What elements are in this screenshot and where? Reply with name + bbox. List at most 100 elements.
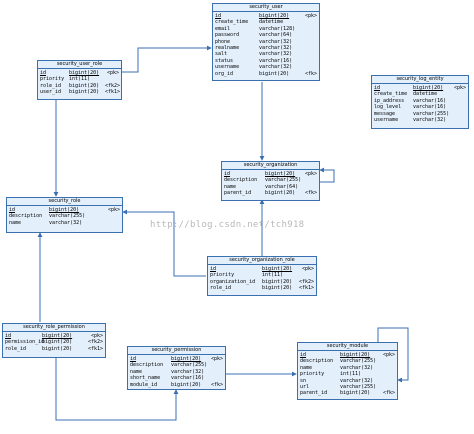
column-type: datetime xyxy=(413,91,438,98)
column-type: bigint(20) xyxy=(413,85,444,91)
column-name: description xyxy=(9,213,43,220)
entity-title: security_permission xyxy=(128,347,225,355)
column-name: parent_id xyxy=(224,190,252,197)
column-name: url xyxy=(300,384,310,391)
column-type: bigint(20) xyxy=(171,381,202,388)
column-name: priority xyxy=(40,76,65,83)
relation-role-permission-to-permission xyxy=(55,358,179,421)
column-type: varchar(32) xyxy=(259,64,293,71)
column-type: bigint(20) xyxy=(69,82,100,89)
column-name: salt xyxy=(215,51,228,58)
column-name: id xyxy=(130,356,137,362)
column-key: <pk> xyxy=(382,352,395,358)
column-row: parent_id bigint(20) <fk> xyxy=(224,190,317,196)
column-key: <pk> xyxy=(107,207,120,213)
column-type: bigint(20) xyxy=(340,390,371,397)
column-type: bigint(20) xyxy=(340,352,371,358)
column-name: description xyxy=(300,358,334,365)
column-type: datetime xyxy=(259,19,284,26)
column-type: int(11) xyxy=(262,272,284,279)
column-name: name xyxy=(130,368,143,375)
column-type: varchar(32) xyxy=(340,377,374,384)
watermark-text: http://blog.csdn.net/tch918 xyxy=(150,220,305,230)
column-key: <fk> xyxy=(304,190,317,197)
entity-title: security_log_entity xyxy=(372,76,468,84)
column-row: realname varchar(32) xyxy=(215,45,317,51)
entity-title: security_role xyxy=(7,198,122,206)
column-key: <fk> xyxy=(210,381,223,388)
column-row: name varchar(32) xyxy=(9,220,120,226)
column-key: <pk> xyxy=(304,171,317,177)
column-key: <fk> xyxy=(304,70,317,77)
column-name: description xyxy=(130,362,164,369)
column-type: bigint(20) xyxy=(49,207,80,213)
column-key xyxy=(449,117,466,123)
entity-title: security_user xyxy=(213,4,319,12)
column-type: varchar(64) xyxy=(259,32,293,39)
column-name: username xyxy=(374,117,399,124)
column-name: name xyxy=(9,219,22,226)
column-name: short_name xyxy=(130,375,161,382)
column-key: <fk2> xyxy=(87,339,103,346)
column-type: bigint(20) xyxy=(42,339,73,346)
column-type: varchar(32) xyxy=(49,219,83,226)
column-name: realname xyxy=(215,45,240,52)
column-key: <fk1> xyxy=(87,345,103,352)
column-type: bigint(20) xyxy=(262,285,293,292)
column-type: varchar(32) xyxy=(259,45,293,52)
relation-user-role-to-user xyxy=(122,45,212,73)
column-type: bigint(20) xyxy=(265,190,296,197)
column-name: email xyxy=(215,25,231,32)
column-name: id xyxy=(40,70,47,76)
column-name: name xyxy=(224,183,237,190)
column-type: varchar(255) xyxy=(265,177,302,184)
entity-title: security_module xyxy=(298,343,397,351)
column-key: <fk> xyxy=(382,390,395,397)
column-type: varchar(255) xyxy=(340,358,377,365)
column-type: bigint(20) xyxy=(262,266,293,272)
column-type: varchar(16) xyxy=(413,97,447,104)
column-type: varchar(128) xyxy=(259,25,296,32)
column-row: description varchar(255) xyxy=(224,177,317,183)
column-key xyxy=(85,220,120,226)
entity-title: security_organization xyxy=(222,162,319,170)
column-name: id xyxy=(215,13,222,19)
column-type: varchar(32) xyxy=(171,368,205,375)
column-type: bigint(20) xyxy=(171,356,202,362)
column-name: description xyxy=(224,177,258,184)
column-name: role_id xyxy=(5,345,27,352)
column-key: <fk1> xyxy=(298,285,314,292)
column-name: organization_id xyxy=(210,278,256,285)
column-name: priority xyxy=(300,371,325,378)
column-name: user_id xyxy=(40,89,62,96)
